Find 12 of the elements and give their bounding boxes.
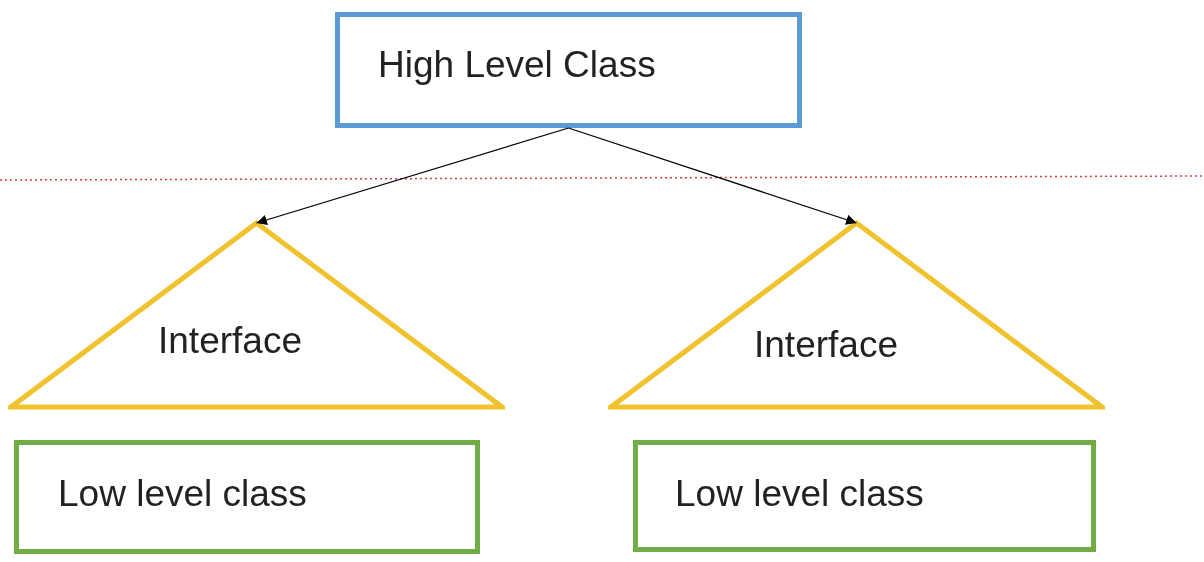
- interface-triangle: [8, 220, 505, 410]
- arrow: [255, 127, 570, 225]
- class-name: Low level class: [58, 473, 307, 515]
- arrow: [567, 127, 858, 225]
- class-box: [633, 440, 1096, 552]
- interface-label: Interface: [754, 324, 898, 366]
- class-name: High Level Class: [378, 44, 656, 86]
- class-name: Low level class: [675, 473, 924, 515]
- interface-triangle: [608, 220, 1105, 410]
- interface-label: Interface: [158, 320, 302, 362]
- class-box: [14, 440, 480, 554]
- class-box: [335, 12, 802, 128]
